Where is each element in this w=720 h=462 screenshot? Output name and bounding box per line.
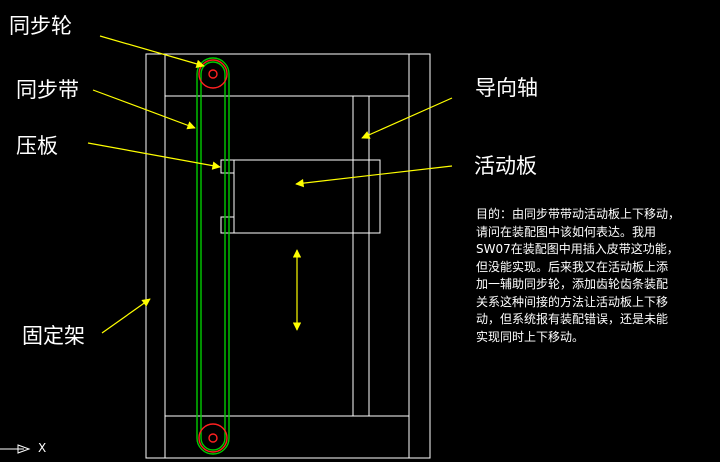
label-press-plate: 压板 — [16, 134, 58, 158]
label-sync-wheel: 同步轮 — [9, 14, 72, 38]
sync-belt — [196, 57, 230, 455]
note-line: 动，但系统报有装配错误，还是未能 — [476, 312, 669, 326]
note-line: 实现同时上下移动。 — [476, 329, 585, 344]
press-plate — [220, 159, 235, 234]
design-note: 目的：由同步带带动活动板上下移动， 请问在装配图中该如何表达。我用 SW07在装… — [476, 206, 716, 346]
label-fixed-frame: 固定架 — [22, 324, 85, 348]
note-line: 加一辅助同步轮，添加齿轮齿条装配 — [476, 277, 669, 291]
leader-arrow-moving-plate — [295, 165, 453, 188]
note-line: 请问在装配图中该如何表达。我用 — [476, 224, 657, 239]
guide-shaft — [352, 96, 370, 416]
frame-outer — [145, 53, 431, 459]
label-guide-shaft: 导向轴 — [475, 76, 538, 100]
label-sync-belt: 同步带 — [16, 78, 79, 102]
leader-arrow-sync-belt — [92, 89, 196, 130]
note-line: 但没能实现。后来我又在活动板上添 — [476, 259, 669, 274]
sync-wheel-bottom — [198, 423, 228, 453]
leader-arrow-guide-shaft — [361, 97, 453, 139]
note-line: SW07在装配图中用插入皮带这功能， — [476, 242, 679, 256]
leader-arrow-sync-wheel — [99, 35, 205, 68]
leader-arrow-press-plate — [87, 142, 221, 170]
note-line: 目的：由同步带带动活动板上下移动， — [476, 207, 681, 221]
label-moving-plate: 活动板 — [474, 154, 537, 178]
note-line: 关系这种间接的方法让活动板上下移 — [476, 294, 669, 309]
ucs-axis-label: X — [38, 441, 47, 455]
ucs-axis-icon — [0, 444, 31, 454]
moving-plate — [233, 159, 381, 234]
leader-arrow-fixed-frame — [101, 298, 151, 334]
sync-wheel-top — [198, 59, 228, 89]
fixed-frame — [145, 53, 431, 459]
